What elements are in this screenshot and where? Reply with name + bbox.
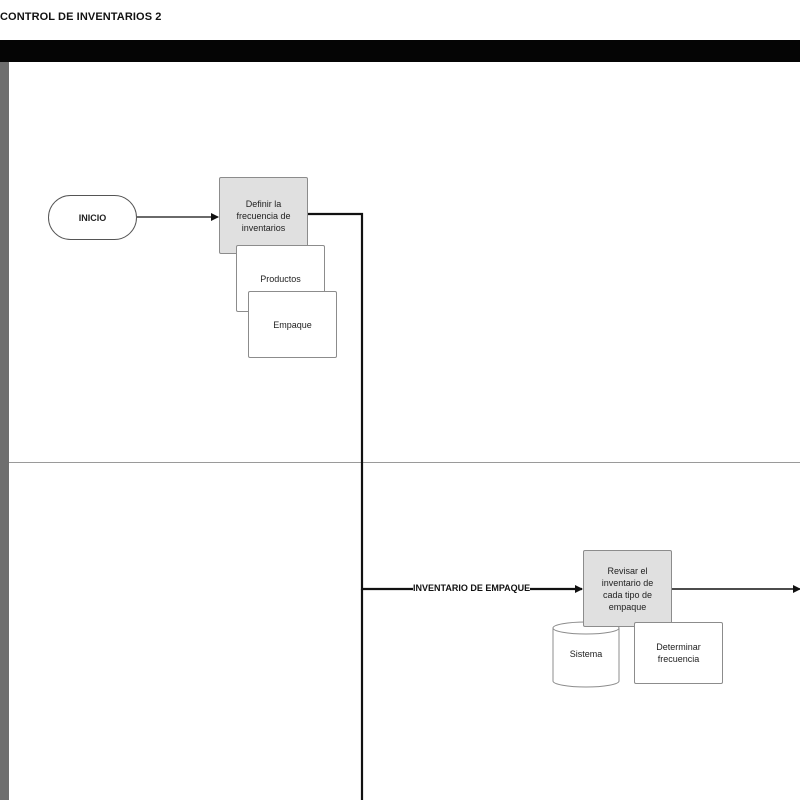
process-definir-frecuencia[interactable]: Definir la frecuencia de inventarios <box>219 177 308 254</box>
connector-definir-to-revisar <box>308 212 583 593</box>
document-determinar-frecuencia[interactable]: Determinar frecuencia <box>634 622 723 684</box>
flow-label-inventario-empaque: INVENTARIO DE EMPAQUE <box>413 582 531 594</box>
database-sistema-label: Sistema <box>569 649 603 659</box>
start-terminal[interactable]: INICIO <box>48 195 137 240</box>
sistema-database-icon <box>552 621 620 688</box>
document-empaque[interactable]: Empaque <box>248 291 337 358</box>
header-bar <box>0 40 800 62</box>
swimlane-header-bar <box>0 62 9 800</box>
swimlane-divider <box>9 462 800 463</box>
diagram-title: CONTROL DE INVENTARIOS 2 <box>0 11 162 23</box>
process-revisar-inventario[interactable]: Revisar el inventario de cada tipo de em… <box>583 550 672 627</box>
